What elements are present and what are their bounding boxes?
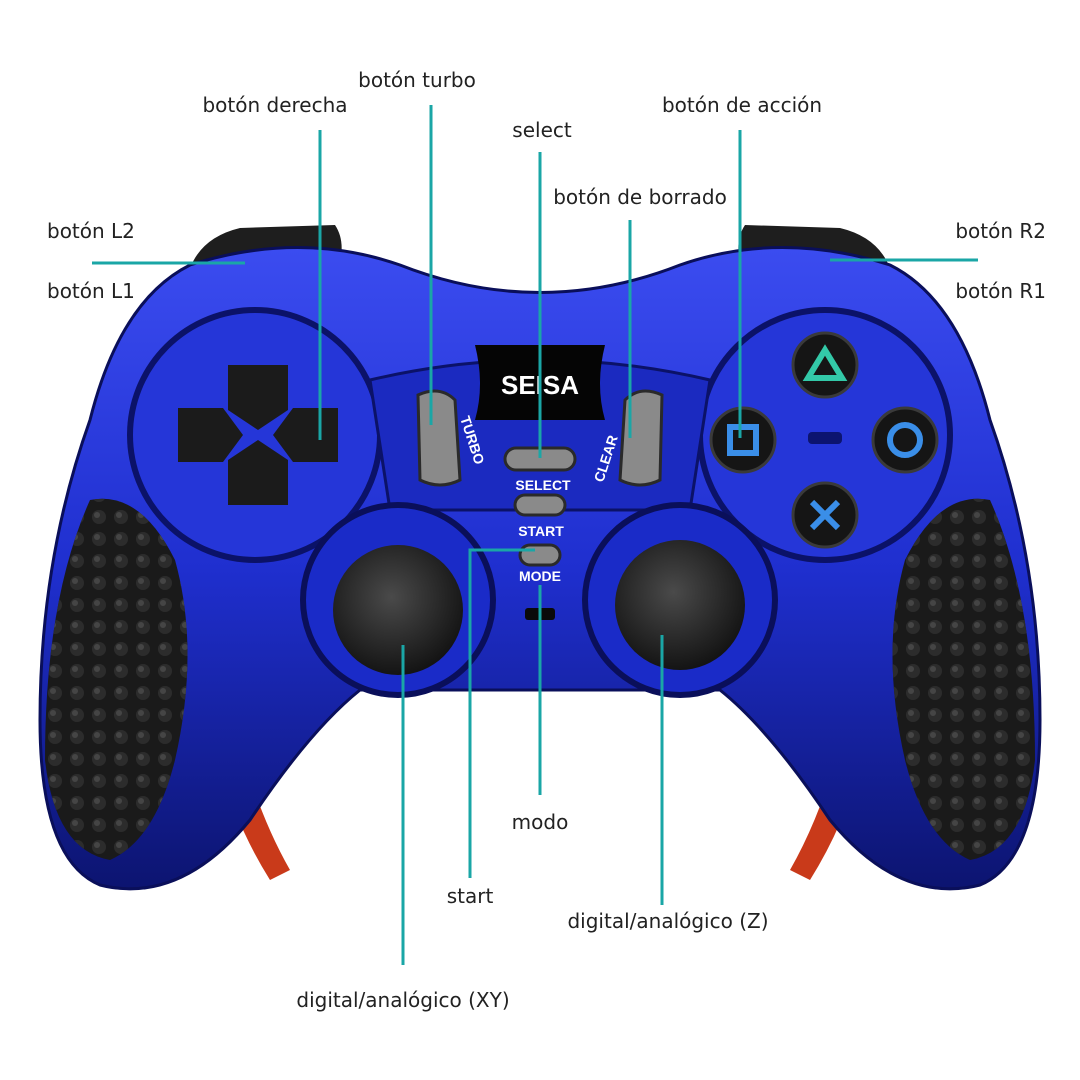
- clear-button[interactable]: [618, 389, 664, 487]
- callout-start: start: [446, 884, 494, 908]
- callout-boton-r2: botón R2: [955, 219, 1046, 243]
- callout-select: select: [512, 118, 572, 142]
- triangle-icon[interactable]: [802, 344, 848, 381]
- callout-modo: modo: [511, 810, 569, 834]
- callout-boton-turbo: botón turbo: [358, 68, 476, 92]
- right-analog-stick[interactable]: [615, 540, 745, 670]
- callout-boton-derecha: botón derecha: [202, 93, 348, 117]
- select-printed-label: SELECT: [515, 477, 571, 493]
- callout-boton-r1: botón R1: [955, 279, 1046, 303]
- leader-lines: [92, 105, 978, 965]
- start-printed-label: START: [518, 523, 564, 539]
- cross-icon[interactable]: [809, 499, 841, 531]
- start-button[interactable]: [513, 493, 567, 517]
- callout-digital-analogico-z: digital/analógico (Z): [567, 909, 769, 933]
- callout-boton-de-borrado: botón de borrado: [553, 185, 727, 209]
- square-icon[interactable]: [727, 424, 759, 456]
- mode-printed-label: MODE: [519, 568, 561, 584]
- turbo-button[interactable]: [416, 389, 462, 487]
- circle-icon[interactable]: [887, 422, 923, 458]
- mode-button[interactable]: [518, 543, 562, 567]
- callout-digital-analogico-xy: digital/analógico (XY): [296, 988, 510, 1012]
- callout-boton-l2: botón L2: [47, 219, 135, 243]
- dpad-icon[interactable]: [178, 365, 338, 505]
- callout-boton-de-accion: botón de acción: [661, 93, 823, 117]
- left-analog-stick[interactable]: [333, 545, 463, 675]
- callout-boton-l1: botón L1: [47, 279, 135, 303]
